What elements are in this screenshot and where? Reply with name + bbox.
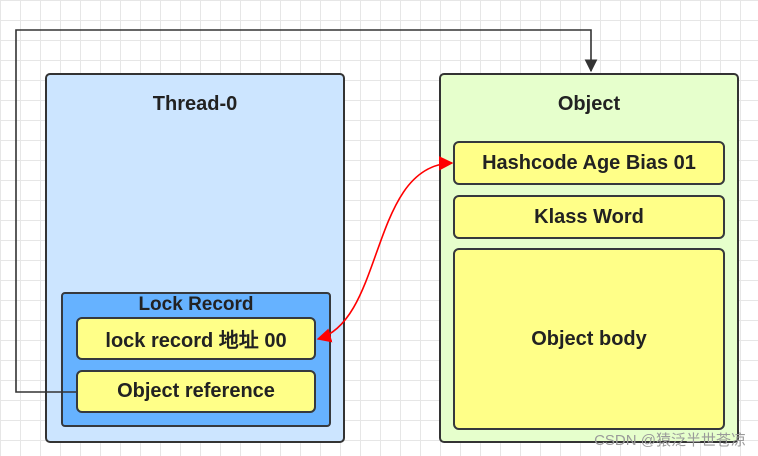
csdn-watermark: CSDN @猿泛半世苍凉 xyxy=(594,432,746,449)
mark-word-cell: Hashcode Age Bias 01 xyxy=(453,141,725,185)
object-title: Object xyxy=(557,93,621,115)
object-reference-cell: Object reference xyxy=(76,370,316,413)
object-body-cell: Object body xyxy=(453,248,725,430)
lock-record-title: Lock Record xyxy=(138,294,254,315)
lock-record-address-cell: lock record 地址 00 xyxy=(76,317,316,360)
klass-word-cell: Klass Word xyxy=(453,195,725,239)
thread-title: Thread-0 xyxy=(152,93,238,115)
